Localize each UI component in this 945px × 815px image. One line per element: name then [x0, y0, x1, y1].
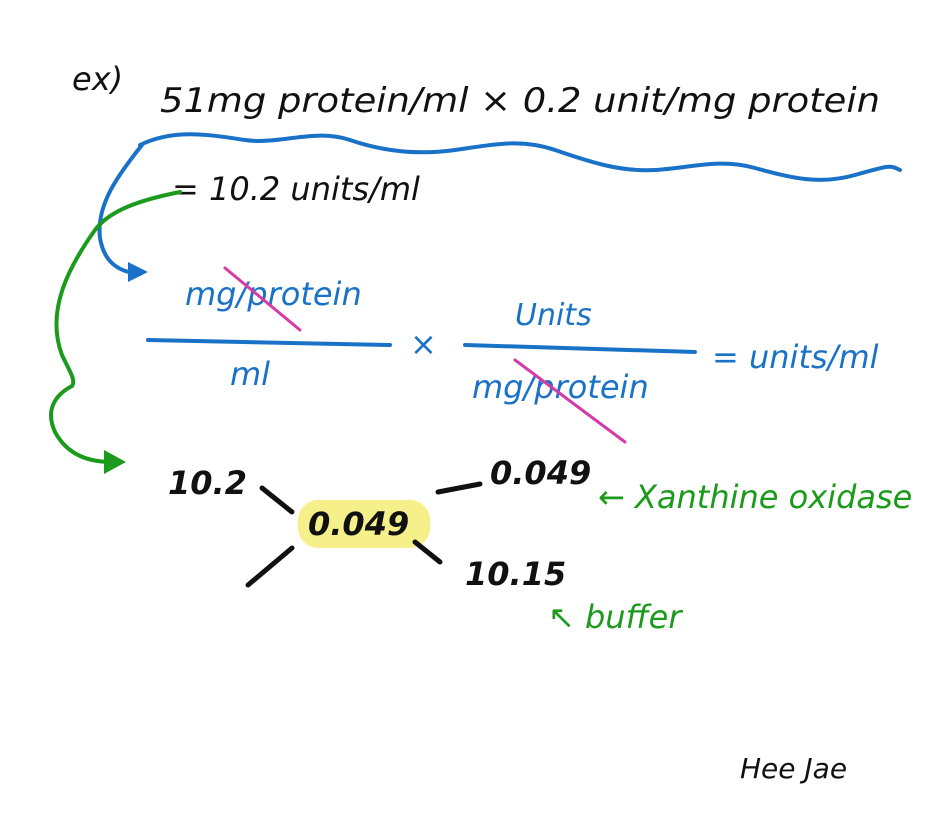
times-sign: ×	[410, 325, 437, 363]
green-arrowhead-icon	[104, 450, 126, 474]
example-result: = 10.2 units/ml	[172, 170, 420, 208]
strike-left	[223, 266, 302, 332]
signature: Hee Jae	[740, 752, 847, 785]
xanthine-oxidase-label: ← Xanthine oxidase	[598, 478, 912, 516]
green-curve-arrow	[49, 190, 182, 464]
dilution-center: 0.049	[308, 505, 409, 543]
blue-arrowhead-icon	[128, 262, 148, 282]
fraction-right-numerator: Units	[515, 298, 592, 333]
wavy-underline	[138, 132, 902, 182]
example-equation: 51mg protein/ml × 0.2 unit/mg protein	[160, 81, 880, 121]
cross-line-bottom-right	[412, 539, 443, 565]
example-label: ex)	[72, 60, 123, 98]
cross-line-top-right	[435, 481, 483, 495]
buffer-label: ↖ buffer	[548, 598, 683, 636]
unit-result: = units/ml	[712, 338, 879, 376]
fraction-bar-left	[146, 338, 392, 347]
dilution-bottom-right: 10.15	[465, 555, 566, 593]
fraction-bar-right	[463, 343, 697, 354]
dilution-top-right: 0.049	[490, 454, 591, 492]
blue-curve-arrow	[97, 143, 144, 276]
strike-right	[513, 358, 627, 444]
cross-line-bottom-left	[245, 545, 295, 588]
cross-line-top-left	[259, 485, 295, 515]
fraction-right-denominator: mg/protein	[472, 368, 649, 406]
dilution-top-left: 10.2	[168, 464, 247, 502]
fraction-left-denominator: ml	[230, 355, 270, 393]
center-highlight	[298, 500, 430, 548]
